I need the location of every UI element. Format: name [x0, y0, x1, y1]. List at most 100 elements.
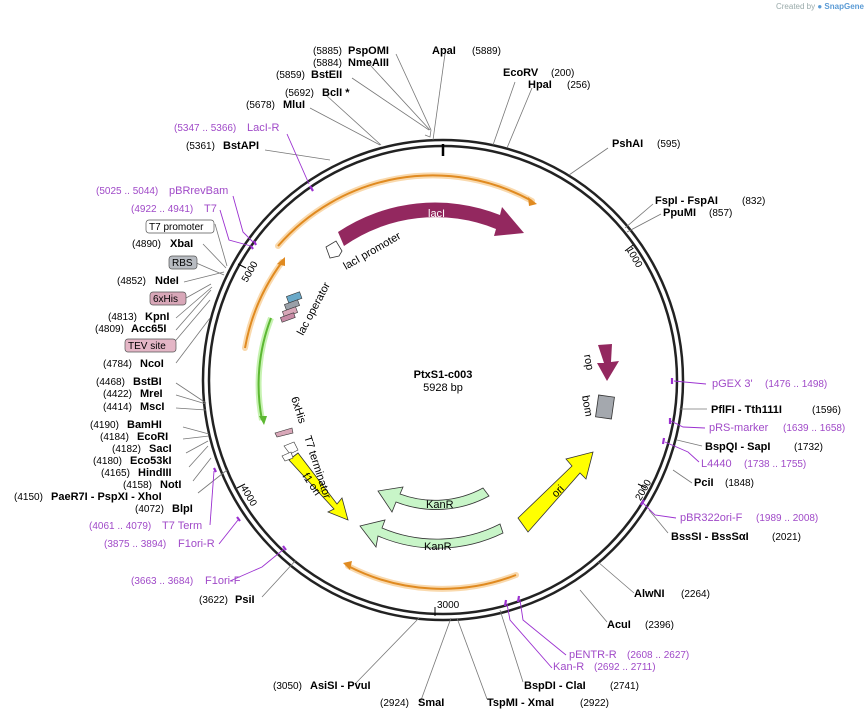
bspdi-label: BspDI - ClaI	[524, 680, 586, 692]
fspi-label: FspI - FspAI	[655, 195, 718, 207]
t7-promoter-box	[145, 219, 215, 234]
pshai-pos: (595)	[657, 139, 680, 150]
t7-primer-range: (4922 .. 4941)	[131, 204, 193, 215]
acc65i-pos: (4809)	[95, 324, 124, 335]
mrei-pos: (4422)	[103, 389, 132, 400]
ori-feature: ori	[517, 451, 594, 533]
pcii-label: PciI	[694, 477, 714, 489]
laci-feature: lacI	[338, 202, 524, 246]
bspdi-pos: (2741)	[610, 681, 639, 692]
t7term-label: T7 Term	[162, 520, 202, 532]
orf-arcs	[242, 172, 537, 592]
nmeaiii-label: NmeAIII	[348, 57, 389, 69]
xhoi-pos: (4150)	[14, 492, 43, 503]
his-t7term-group: 6xHis T7 terminator	[274, 395, 333, 500]
hpai-label: HpaI	[528, 79, 552, 91]
smai-pos: (2924)	[380, 698, 409, 709]
xbai-pos: (4890)	[132, 239, 161, 250]
f1ori-f-label: F1ori-F	[205, 575, 241, 587]
left-labels: (5025 .. 5044) pBRrevBam (4922 .. 4941) …	[14, 185, 228, 515]
rop-feature: rop	[581, 344, 619, 381]
bcli-label: BclI *	[322, 87, 350, 99]
sixhis-label: 6xHis	[288, 395, 308, 425]
pbr322ori-f-label: pBR322ori-F	[680, 512, 743, 524]
leader-lines	[170, 53, 707, 704]
pentr-r-range: (2608 .. 2627)	[627, 650, 689, 661]
laci-label: lacI	[428, 208, 445, 220]
bstbi-pos: (4468)	[96, 377, 125, 388]
mlui-label: MluI	[283, 99, 305, 111]
bcli-pos: (5692)	[285, 88, 314, 99]
backbone	[201, 138, 685, 622]
ppumi-pos: (857)	[709, 208, 732, 219]
laci-promoter: lacI promoter	[325, 230, 403, 273]
acc65i-label: Acc65I	[131, 323, 166, 335]
kpni-pos: (4813)	[108, 312, 137, 323]
saci-label: SacI	[149, 443, 172, 455]
sixhis-box	[149, 291, 187, 306]
mrei-label: MreI	[140, 388, 163, 400]
pspomi-pos: (5885)	[313, 46, 342, 57]
laci-r-label: LacI-R	[247, 122, 279, 134]
kan-r-primer-label: Kan-R	[553, 661, 584, 673]
snapgene-logo: ●	[817, 2, 825, 11]
acui-pos: (2396)	[645, 620, 674, 631]
hindiii-pos: (4165)	[101, 468, 130, 479]
bstbi-label: BstBI	[133, 376, 162, 388]
pflfi-label: PflFI - Tth111I	[711, 404, 782, 416]
t7-primer-label: T7	[204, 203, 217, 215]
asisi-pos: (3050)	[273, 681, 302, 692]
hindiii-label: HindIII	[138, 467, 172, 479]
kpni-label: KpnI	[145, 311, 169, 323]
mlui-pos: (5678)	[246, 100, 275, 111]
snapgene-credit: Created by ● SnapGene	[776, 2, 864, 11]
pshai-label: PshAI	[612, 138, 643, 150]
pcii-pos: (1848)	[725, 478, 754, 489]
alwni-pos: (2264)	[681, 589, 710, 600]
ecori-label: EcoRI	[137, 431, 168, 443]
msci-pos: (4414)	[103, 402, 132, 413]
acui-label: AcuI	[607, 619, 631, 631]
pbrrevbam-label: pBRrevBam	[169, 185, 228, 197]
kanr-inner-label: KanR	[426, 499, 454, 511]
psii-label: PsiI	[235, 594, 255, 606]
rop-label: rop	[581, 353, 596, 371]
blpi-label: BlpI	[172, 503, 193, 515]
l4440-label: L4440	[701, 458, 732, 470]
tev-site-box	[124, 338, 177, 353]
sixhis-box-label: 6xHis	[153, 294, 178, 305]
ecorv-label: EcoRV	[503, 67, 539, 79]
asisi-label: AsiSI - PvuI	[310, 680, 371, 692]
t7term-range: (4061 .. 4079)	[89, 521, 151, 532]
smai-label: SmaI	[418, 697, 444, 709]
primer-marks	[213, 185, 674, 607]
kanr-inner: KanR	[377, 486, 490, 513]
rbs-label: RBS	[172, 258, 193, 269]
eco53ki-label: Eco53kI	[130, 455, 172, 467]
bamhi-label: BamHI	[127, 419, 162, 431]
l4440-range: (1738 .. 1755)	[744, 459, 806, 470]
prs-marker-label: pRS-marker	[709, 422, 769, 434]
top-labels: (5885) PspOMI (5884) NmeAIII (5859) BstE…	[174, 45, 765, 219]
pflfi-pos: (1596)	[812, 405, 841, 416]
ppumi-label: PpuMI	[663, 207, 696, 219]
alwni-label: AlwNI	[634, 588, 665, 600]
saci-pos: (4182)	[112, 444, 141, 455]
tick-2000	[637, 483, 647, 489]
plasmid-name: PtxS1-c003	[414, 369, 473, 381]
kanr-outer: KanR	[359, 519, 504, 553]
right-labels: pGEX 3' (1476 .. 1498) PflFI - Tth111I (…	[671, 378, 845, 543]
apai-label: ApaI	[432, 45, 456, 57]
bspqi-label: BspQI - SapI	[705, 441, 770, 453]
lac-operator-group: lac operator	[280, 280, 333, 337]
pbrrevbam-range: (5025 .. 5044)	[96, 186, 158, 197]
bsssi-label: BssSI - BssSαI	[671, 531, 749, 543]
pspomi-label: PspOMI	[348, 45, 389, 57]
tspmi-pos: (2922)	[580, 698, 609, 709]
tick-label-1000: 1000	[623, 245, 644, 270]
ecori-pos: (4184)	[100, 432, 129, 443]
ncoi-label: NcoI	[140, 358, 164, 370]
bsteii-pos: (5859)	[276, 70, 305, 81]
tspmi-label: TspMI - XmaI	[487, 697, 554, 709]
